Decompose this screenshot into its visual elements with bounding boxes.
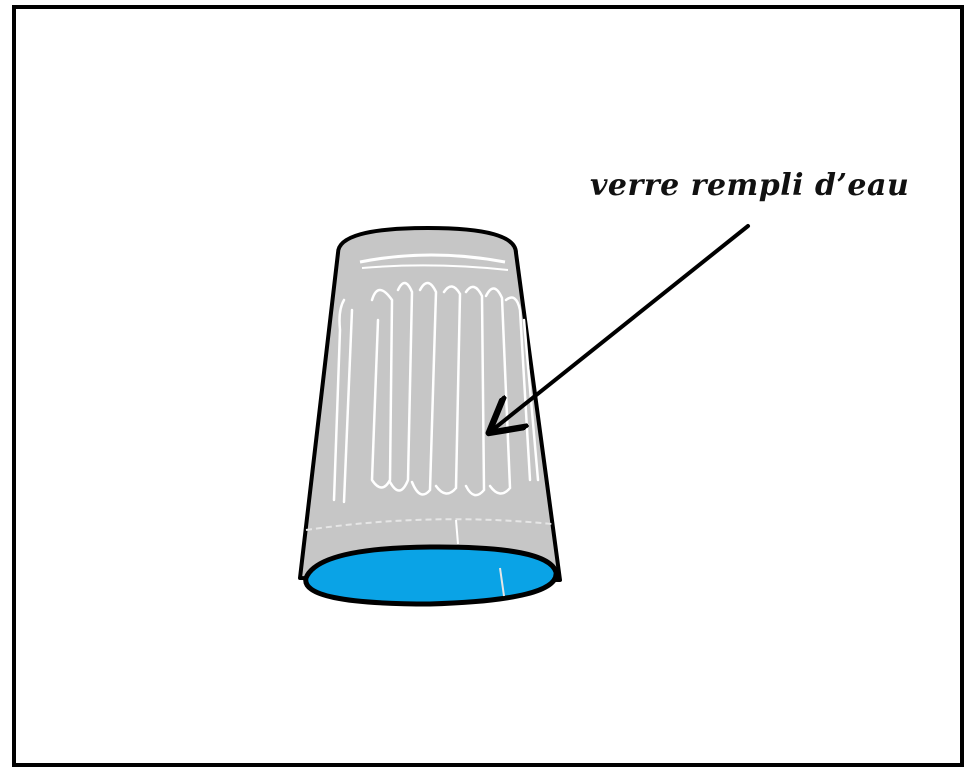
annotation-arrow xyxy=(495,226,748,428)
glass-body xyxy=(300,228,560,580)
annotation-label: verre rempli d’eau xyxy=(590,168,909,203)
water-surface xyxy=(306,547,556,604)
